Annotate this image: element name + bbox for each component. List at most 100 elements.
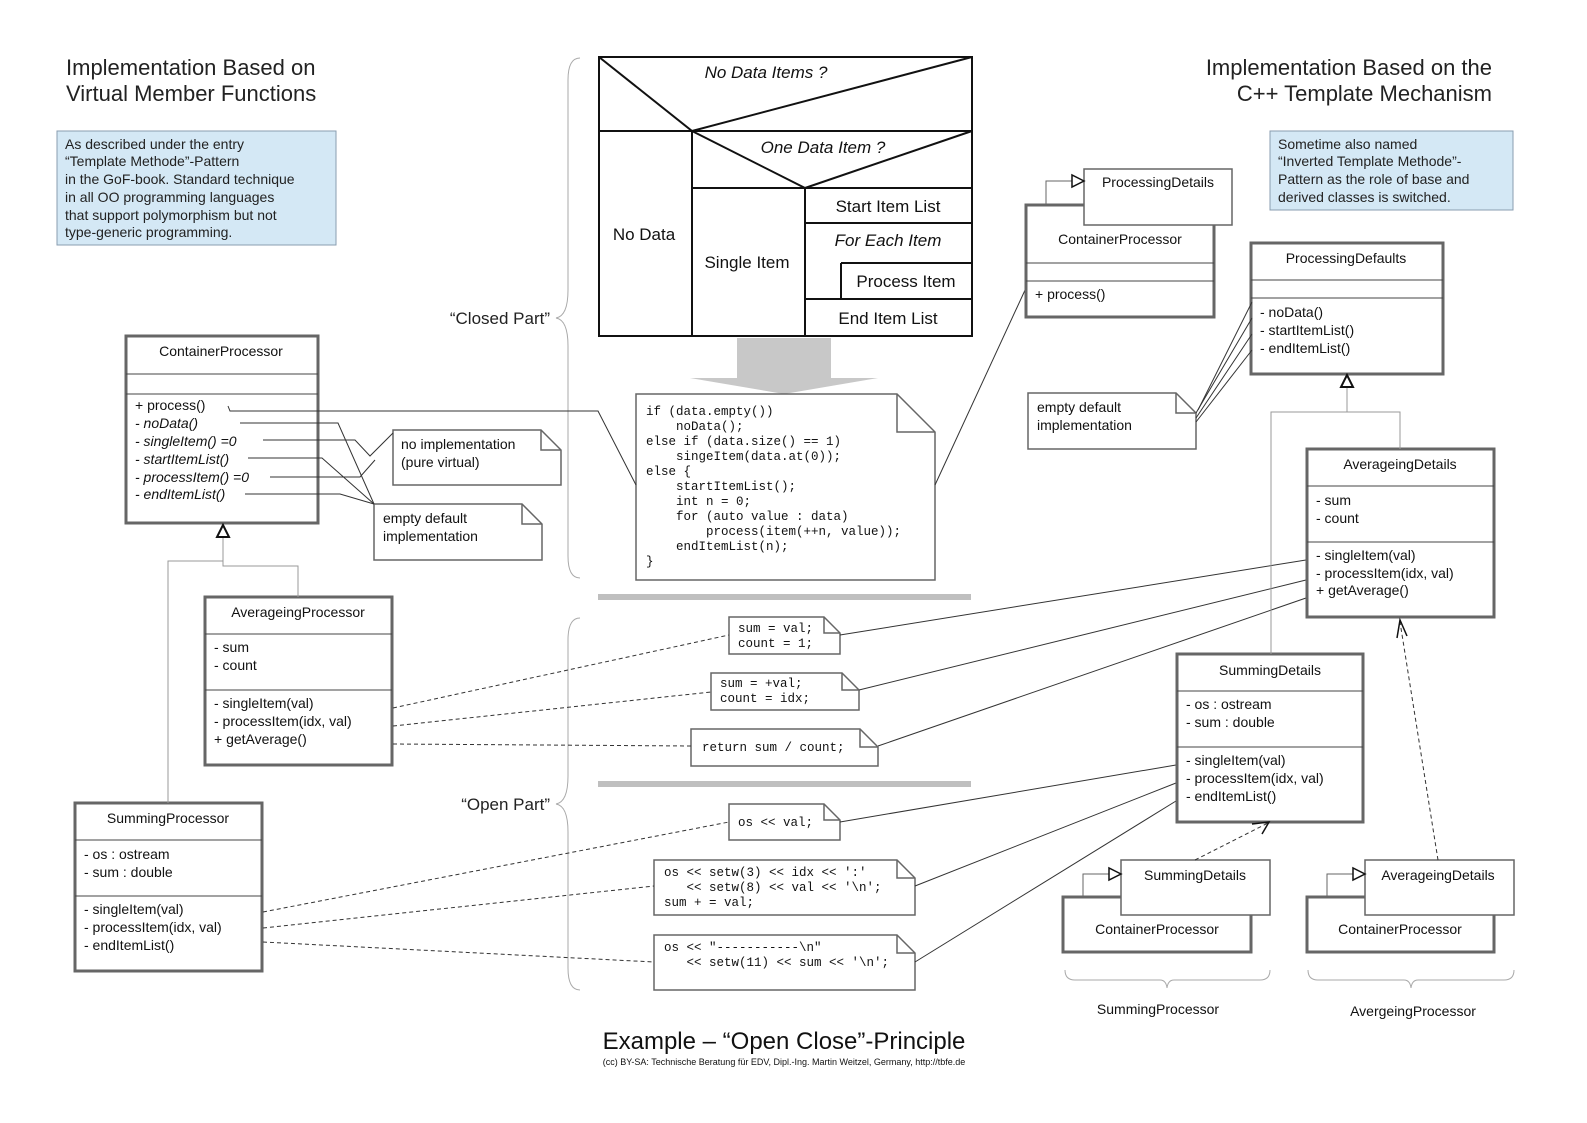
class-attr: - count xyxy=(214,657,257,673)
note-right-line: “Inverted Template Methode”- xyxy=(1278,153,1462,169)
brace-averageing xyxy=(1307,969,1515,989)
nsd-single-item: Single Item xyxy=(704,253,789,272)
open-brace xyxy=(555,617,581,991)
note-left-line: type-generic programming. xyxy=(65,224,232,240)
closed-brace xyxy=(555,57,581,579)
nassi-shneiderman-diagram xyxy=(598,56,973,337)
class-op: + getAverage() xyxy=(214,731,307,747)
code-line: process(item(++n, value)); xyxy=(646,525,901,539)
nsd-end-item-list: End Item List xyxy=(838,309,937,328)
class-attr: - count xyxy=(1316,510,1359,526)
code-note-sum-1 xyxy=(728,803,841,841)
code-line: endItemList(n); xyxy=(646,540,789,554)
code-line: startItemList(); xyxy=(646,480,796,494)
class-op: - startItemList() xyxy=(1260,322,1354,338)
note-text: empty default xyxy=(1037,399,1121,415)
code-line: os << setw(3) << idx << ':' xyxy=(664,866,867,880)
note-right-line: derived classes is switched. xyxy=(1278,189,1451,205)
class-op: - endItemList() xyxy=(135,486,225,502)
code-line: noData(); xyxy=(646,420,744,434)
template-param: SummingDetails xyxy=(1144,867,1246,883)
class-name: AverageingDetails xyxy=(1343,456,1456,472)
class-op: + getAverage() xyxy=(1316,582,1409,598)
header-left-line2: Virtual Member Functions xyxy=(66,81,316,106)
class-op: + process() xyxy=(135,397,205,413)
inheritance-triangle-icon xyxy=(1339,372,1355,388)
code-line: return sum / count; xyxy=(702,741,845,755)
class-right-container-processor xyxy=(1024,168,1233,319)
class-op: - noData() xyxy=(135,415,198,431)
note-right-box xyxy=(1269,130,1514,211)
nsd-for-each-item: For Each Item xyxy=(835,231,942,250)
note-empty-default-right xyxy=(1027,392,1197,450)
code-note-main xyxy=(635,393,936,581)
code-line: int n = 0; xyxy=(646,495,751,509)
class-attr: - sum xyxy=(214,639,249,655)
class-name: AverageingProcessor xyxy=(231,604,365,620)
class-name: ContainerProcessor xyxy=(1058,231,1182,247)
closed-part-label: “Closed Part” xyxy=(450,309,550,328)
code-line: else { xyxy=(646,465,691,479)
note-text: implementation xyxy=(383,528,478,544)
code-line: sum = +val; xyxy=(720,677,803,691)
class-name: ProcessingDefaults xyxy=(1286,250,1407,266)
class-op: + process() xyxy=(1035,286,1105,302)
inheritance-left xyxy=(167,536,299,803)
class-op: - processItem(idx, val) xyxy=(214,713,352,729)
note-empty-default xyxy=(373,503,543,561)
class-name: ContainerProcessor xyxy=(1338,921,1462,937)
class-op: - startItemList() xyxy=(135,451,229,467)
class-left-summing-processor xyxy=(73,801,264,973)
inheritance-right xyxy=(1270,387,1401,654)
code-line: else if (data.size() == 1) xyxy=(646,435,841,449)
bound-label: SummingProcessor xyxy=(1097,1001,1219,1017)
class-op: - singleItem(val) xyxy=(1186,752,1286,768)
class-op: - processItem(idx, val) xyxy=(1186,770,1324,786)
code-note-avg-1 xyxy=(728,616,841,655)
note-left-line: in the GoF-book. Standard technique xyxy=(65,171,295,187)
note-left-box xyxy=(56,130,337,246)
code-line: for (auto value : data) xyxy=(646,510,849,524)
note-left-line: As described under the entry xyxy=(65,136,244,152)
code-line: os << val; xyxy=(738,816,813,830)
class-attr: - os : ostream xyxy=(1186,696,1272,712)
class-op: - endItemList() xyxy=(1186,788,1276,804)
code-line: singeItem(data.at(0)); xyxy=(646,450,841,464)
class-op: - processItem() =0 xyxy=(135,469,249,485)
class-left-container-processor xyxy=(124,334,320,525)
nsd-process-item: Process Item xyxy=(856,272,955,291)
footer-title: Example – “Open Close”-Principle xyxy=(603,1028,966,1055)
code-line: sum = val; xyxy=(738,622,813,636)
code-note-avg-2 xyxy=(710,672,860,711)
open-part-label: “Open Part” xyxy=(461,795,550,814)
code-line: sum + = val; xyxy=(664,896,754,910)
nsd-question-no-items: No Data Items ? xyxy=(705,63,828,82)
note-text: empty default xyxy=(383,510,467,526)
template-param: ProcessingDetails xyxy=(1102,174,1214,190)
code-line: << setw(11) << sum << '\n'; xyxy=(664,956,889,970)
class-left-averageing-processor xyxy=(203,595,394,767)
dependency-arrowhead-icon xyxy=(1396,617,1408,639)
class-name: SummingProcessor xyxy=(107,810,229,826)
code-note-sum-3 xyxy=(653,934,916,991)
code-line: count = 1; xyxy=(738,637,813,651)
note-pure-virtual xyxy=(392,429,562,486)
class-processing-defaults xyxy=(1249,241,1445,376)
class-averageing-details xyxy=(1305,447,1496,619)
class-op: - endItemList() xyxy=(1260,340,1350,356)
note-right-line: Pattern as the role of base and xyxy=(1278,171,1469,187)
note-text: implementation xyxy=(1037,417,1132,433)
note-left-line: in all OO programming languages xyxy=(65,189,274,205)
template-param: AverageingDetails xyxy=(1381,867,1494,883)
dependency-arrowhead-icon xyxy=(1251,821,1271,835)
nsd-start-item-list: Start Item List xyxy=(836,197,941,216)
class-op: - singleItem(val) xyxy=(1316,547,1416,563)
code-line: } xyxy=(646,555,654,569)
code-note-avg-3 xyxy=(690,728,879,767)
class-attr: - sum : double xyxy=(1186,714,1275,730)
code-line: count = idx; xyxy=(720,692,810,706)
class-op: - processItem(idx, val) xyxy=(84,919,222,935)
note-text: no implementation xyxy=(401,436,515,452)
note-text: (pure virtual) xyxy=(401,454,480,470)
class-op: - processItem(idx, val) xyxy=(1316,565,1454,581)
